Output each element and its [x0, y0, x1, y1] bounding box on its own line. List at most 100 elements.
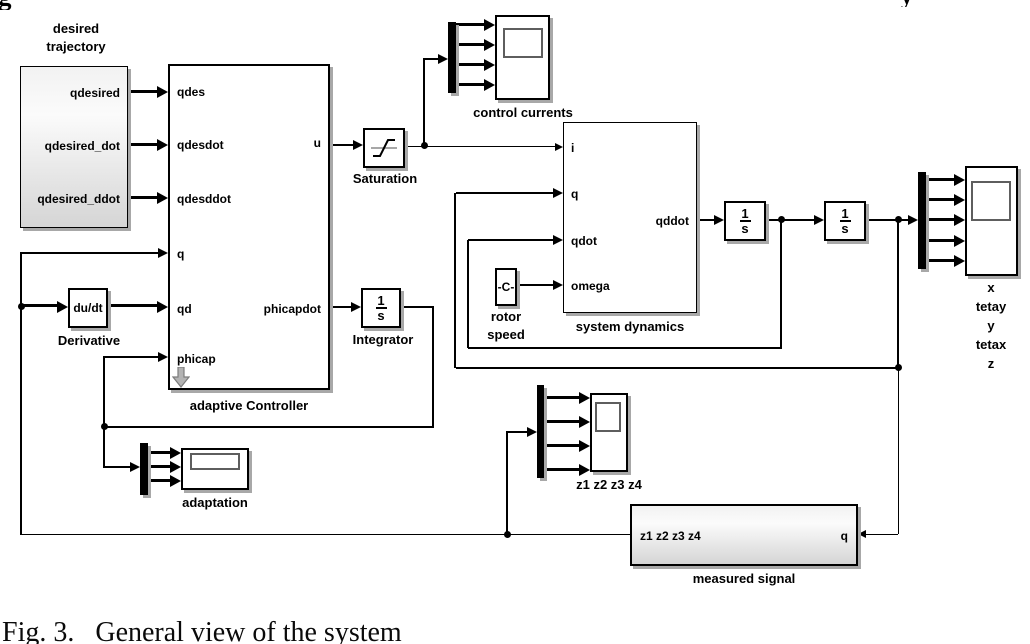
saturation-icon: [371, 139, 397, 157]
wire-segment: [103, 466, 130, 468]
wire-segment: [454, 193, 456, 368]
arrowhead: [527, 427, 537, 437]
wire-segment: [148, 479, 170, 482]
port-u: u: [313, 136, 321, 150]
arrowhead: [555, 143, 563, 151]
scope-control-currents: [495, 15, 550, 100]
wire-segment: [103, 357, 105, 427]
down-arrow-icon: [172, 367, 190, 388]
arrowhead: [954, 255, 965, 267]
arrowhead: [170, 461, 181, 473]
wire-segment: [467, 240, 469, 348]
arrowhead: [954, 235, 965, 247]
figure-caption: Fig. 3. General view of the system: [2, 617, 402, 644]
fraction-bar: [375, 307, 387, 309]
wire-segment: [148, 451, 170, 454]
arrowhead: [353, 140, 363, 150]
wire-segment: [423, 59, 425, 147]
wire-segment: [456, 83, 484, 86]
system-dynamics-label: system dynamics: [575, 319, 685, 334]
desired-trajectory-label: desired trajectory: [46, 21, 106, 54]
scope-z: [590, 393, 628, 472]
wire-segment: [456, 43, 484, 46]
wire-segment: [897, 221, 899, 368]
wire-segment: [423, 58, 439, 60]
wire-segment: [926, 178, 954, 181]
wire-segment: [148, 465, 170, 468]
port-omega: omega: [571, 279, 610, 293]
integrator4-block: 1 s: [824, 201, 866, 241]
saturation-label: Saturation: [352, 171, 418, 186]
wire-junction: [101, 423, 108, 430]
wire-segment: [926, 239, 954, 242]
wire-segment: [330, 306, 351, 308]
wire-segment: [544, 396, 579, 399]
fraction-bar: [739, 220, 751, 222]
port-q-measured: q: [840, 529, 848, 543]
arrowhead: [814, 215, 824, 225]
wire-segment: [405, 146, 555, 147]
port-qdesired: qdesired: [69, 86, 120, 100]
scope-z-label: z1 z2 z3 z4: [576, 477, 642, 492]
scope-xyz-label: x tetay y tetax z: [975, 280, 1007, 371]
arrowhead: [858, 530, 866, 538]
arrowhead: [553, 280, 563, 290]
integrator-block: 1 s: [361, 288, 401, 328]
arrowhead: [484, 79, 495, 91]
integrator-label: Integrator: [352, 332, 414, 347]
wire-segment: [544, 444, 579, 447]
arrowhead: [579, 464, 590, 476]
wire-segment: [128, 90, 158, 93]
arrowhead: [157, 192, 168, 204]
port-qdesddot: qdesddot: [177, 192, 231, 206]
wire-segment: [506, 431, 527, 433]
arrowhead: [158, 352, 168, 362]
wire-segment: [22, 534, 630, 535]
display-screen: [190, 453, 240, 470]
arrowhead: [170, 475, 181, 487]
cropped-text-artifact-top-right: y: [901, 0, 919, 7]
arrowhead: [438, 54, 448, 64]
mux-adaptation: [140, 443, 148, 495]
measured-signal-block: z1 z2 z3 z4 q: [630, 504, 858, 566]
mux-z: [537, 385, 544, 478]
fraction-bar: [839, 220, 851, 222]
wire-junction: [895, 216, 902, 223]
wire-segment: [20, 252, 158, 254]
arrowhead: [954, 174, 965, 186]
wire-segment: [456, 367, 899, 369]
port-q: q: [177, 247, 185, 261]
wire-junction: [421, 142, 428, 149]
arrowhead: [579, 440, 590, 452]
wire-segment: [766, 219, 814, 221]
wire-segment: [432, 307, 434, 428]
wire-segment: [330, 144, 353, 146]
port-phicap: phicap: [177, 352, 216, 366]
arrowhead: [954, 214, 965, 226]
port-phicapdot: phicapdot: [263, 302, 321, 316]
scope-screen: [971, 181, 1011, 221]
arrowhead: [157, 139, 168, 151]
port-i: i: [571, 141, 575, 155]
arrowhead: [484, 59, 495, 71]
derivative-value: du/dt: [73, 301, 103, 315]
scope-xyz: [965, 166, 1018, 276]
port-z1z2z3z4: z1 z2 z3 z4: [640, 529, 701, 543]
port-qddot: qddot: [655, 214, 689, 228]
wire-segment: [544, 468, 579, 471]
arrowhead: [579, 392, 590, 404]
port-qdesired-ddot: qdesired_ddot: [37, 192, 120, 206]
wire-segment: [517, 284, 553, 286]
arrowhead: [351, 302, 361, 312]
port-qd: qd: [177, 302, 192, 316]
transfer-fraction: 1 s: [375, 293, 387, 323]
wire-segment: [456, 192, 553, 194]
desired-trajectory-block: qdesired qdesired_dot qdesired_ddot: [20, 66, 128, 228]
wire-segment: [926, 218, 954, 221]
integrator3-block: 1 s: [724, 201, 766, 241]
wire-segment: [456, 23, 484, 26]
wire-segment: [697, 219, 714, 221]
wire-junction: [18, 303, 25, 310]
arrowhead: [908, 215, 918, 225]
